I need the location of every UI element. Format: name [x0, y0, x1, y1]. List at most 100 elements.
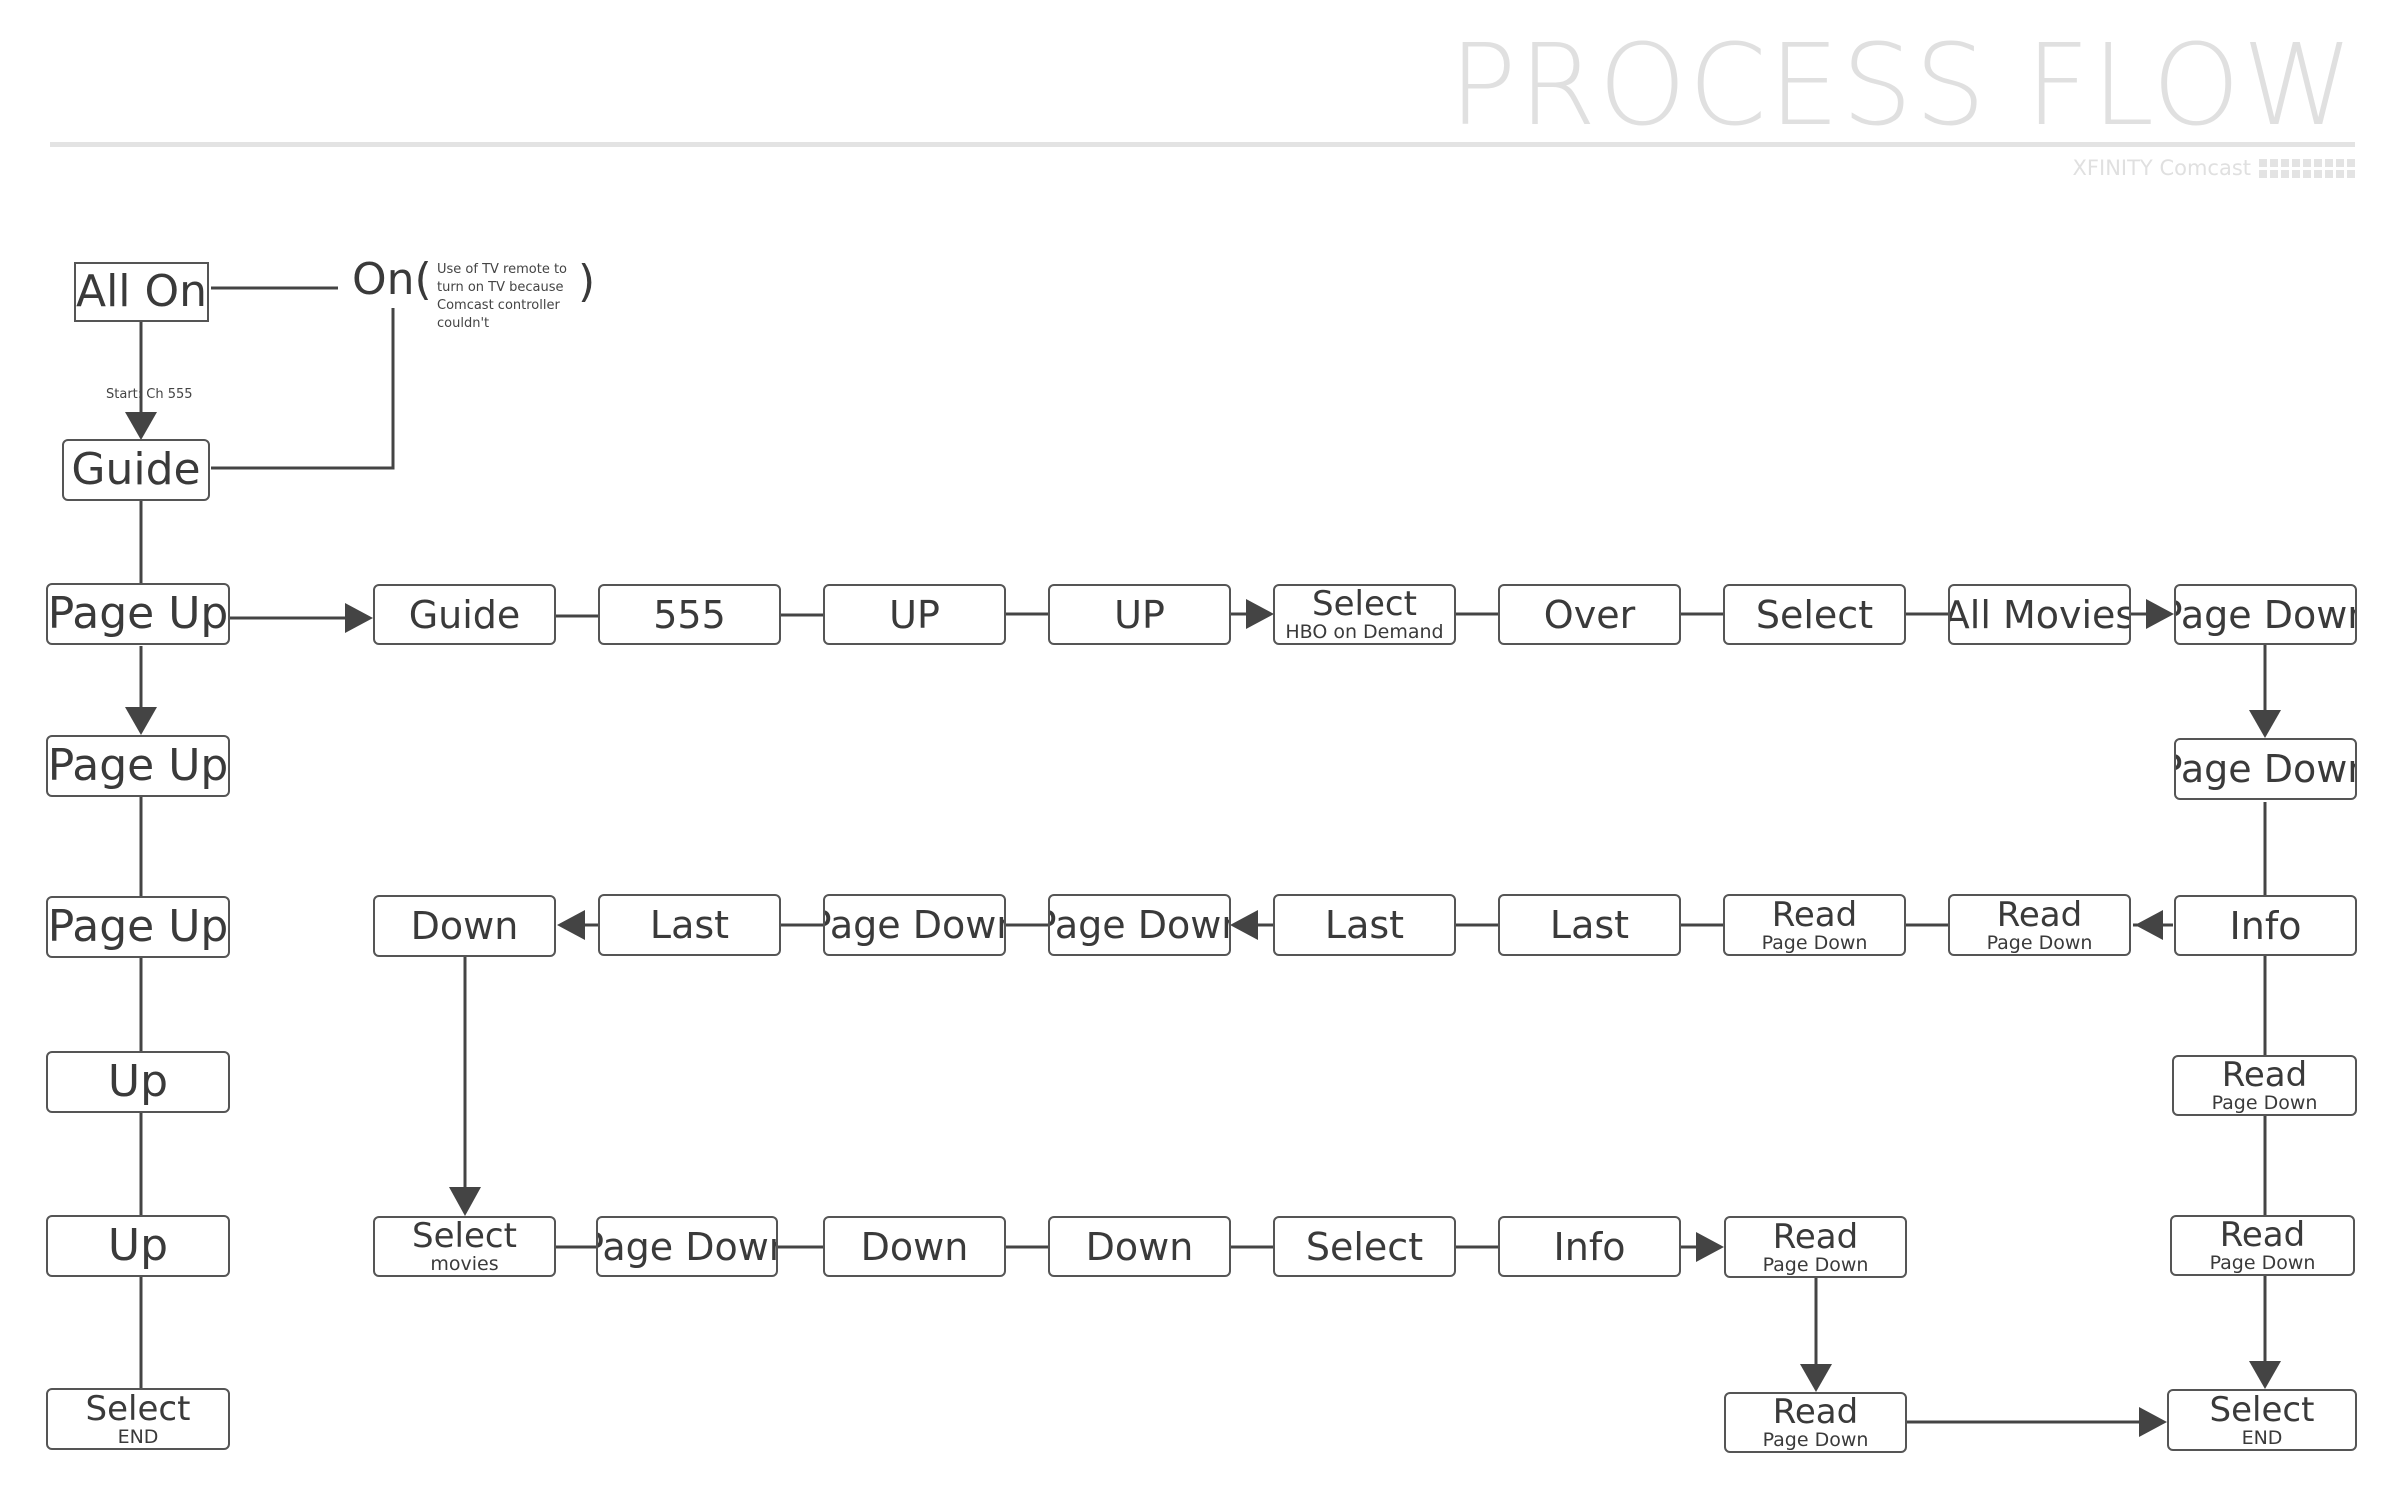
node-label: Select	[1755, 592, 1874, 637]
node-label: Select	[1312, 584, 1417, 624]
node-label: Guide	[408, 592, 521, 637]
node-555: 555	[598, 584, 781, 645]
node-guide: Guide	[62, 439, 210, 501]
node-on-close: )	[578, 256, 596, 307]
arrow-head	[557, 910, 585, 940]
connector-on-guide	[211, 308, 395, 470]
node-select-movies: Select movies	[373, 1216, 556, 1277]
node-up: Up	[46, 1215, 230, 1277]
arrow-head	[2249, 710, 2281, 738]
node-label: UP	[1114, 592, 1165, 637]
node-info: Info	[2174, 895, 2357, 956]
node-page-up: Page Up	[46, 896, 230, 958]
node-on: On(	[352, 254, 432, 305]
node-label: Select	[412, 1216, 517, 1256]
brand-logo-icon	[2259, 158, 2355, 178]
node-read: Read Page Down	[1724, 1216, 1907, 1278]
node-read: Read Page Down	[1723, 894, 1906, 956]
node-last: Last	[598, 894, 781, 956]
arrow-head	[2249, 1361, 2281, 1389]
arrow-head	[2139, 1407, 2167, 1437]
node-page-down: Page Down	[2174, 738, 2357, 800]
node-label: Page Down	[598, 1224, 776, 1269]
node-label: Read	[1772, 1392, 1859, 1432]
node-last: Last	[1273, 894, 1456, 956]
node-sublabel: Page Down	[2209, 1252, 2316, 1274]
arrow-head	[449, 1187, 481, 1216]
node-label: Read	[1772, 1216, 1859, 1257]
arrow-head	[2135, 910, 2163, 940]
node-label: Read	[1771, 894, 1858, 935]
node-label: Up	[107, 1056, 169, 1107]
node-select-hbo: Select HBO on Demand	[1273, 584, 1456, 645]
node-label: Page Up	[47, 901, 229, 952]
node-label: Select	[85, 1388, 191, 1429]
node-up: Up	[46, 1051, 230, 1113]
start-note: Start: Ch 555	[106, 387, 193, 402]
node-label: 555	[653, 592, 726, 637]
node-label: Page Down	[825, 903, 1004, 947]
node-label: Select	[2209, 1389, 2315, 1430]
node-label: Page Up	[47, 588, 229, 639]
node-label: All On	[75, 266, 208, 317]
node-label: Page Down	[2176, 747, 2355, 791]
node-page-down: Page Down	[1048, 894, 1231, 956]
node-label: Down	[1085, 1224, 1194, 1269]
node-guide: Guide	[373, 584, 556, 645]
node-sublabel: Page Down	[1761, 931, 1868, 954]
node-info: Info	[1498, 1216, 1681, 1277]
node-sublabel: END	[117, 1425, 159, 1448]
node-read: Read Page Down	[1948, 894, 2131, 956]
node-sublabel: HBO on Demand	[1285, 621, 1444, 643]
arrow-head	[125, 412, 157, 440]
node-down: Down	[823, 1216, 1006, 1277]
node-all-on: All On	[74, 262, 209, 322]
node-read: Read Page Down	[2170, 1215, 2355, 1276]
node-up: UP	[823, 584, 1006, 645]
node-page-down: Page Down	[823, 894, 1006, 956]
node-down: Down	[373, 895, 556, 957]
node-label: Down	[860, 1224, 969, 1269]
node-sublabel: Page Down	[2211, 1092, 2318, 1114]
node-label: Info	[1553, 1224, 1626, 1269]
arrow-head	[1800, 1364, 1832, 1392]
node-read: Read Page Down	[1724, 1392, 1907, 1453]
node-all-movies: All Movies	[1948, 584, 2131, 645]
node-label: Up	[107, 1220, 169, 1271]
node-label: Info	[2229, 903, 2302, 948]
node-label: Guide	[71, 444, 201, 495]
arrow-head	[1696, 1232, 1724, 1262]
node-select-end: Select END	[46, 1388, 230, 1450]
node-up: UP	[1048, 584, 1231, 645]
node-label: Down	[410, 904, 519, 948]
node-sublabel: Page Down	[1986, 931, 2093, 954]
node-read: Read Page Down	[2172, 1055, 2357, 1116]
node-page-up: Page Up	[46, 735, 230, 797]
node-label: Last	[649, 903, 730, 947]
header-divider	[50, 142, 2355, 147]
node-label: Last	[1549, 903, 1630, 947]
node-last: Last	[1498, 894, 1681, 956]
node-label: Read	[2219, 1215, 2306, 1255]
node-label: Last	[1324, 903, 1405, 947]
node-sublabel: Page Down	[1762, 1429, 1869, 1451]
node-page-down: Page Down	[596, 1216, 778, 1277]
node-sublabel: movies	[430, 1253, 499, 1275]
node-label: Page Down	[1050, 903, 1229, 947]
node-label: All Movies	[1948, 592, 2131, 637]
node-select: Select	[1723, 584, 1906, 645]
node-over: Over	[1498, 584, 1681, 645]
arrow-head	[1246, 599, 1274, 629]
page-title: PROCESS FLOW	[1449, 21, 2355, 151]
node-select-end: Select END	[2167, 1389, 2357, 1451]
subtitle-text: XFINITY Comcast	[2072, 156, 2251, 180]
node-select: Select	[1273, 1216, 1456, 1277]
header-subtitle: XFINITY Comcast	[2073, 156, 2355, 180]
arrow-head	[345, 603, 373, 633]
node-page-down: Page Down	[2174, 584, 2357, 645]
node-sublabel: Page Down	[1762, 1253, 1869, 1276]
arrow-head	[2146, 599, 2174, 629]
node-label: Read	[1996, 894, 2083, 935]
node-label: Page Up	[47, 740, 229, 791]
